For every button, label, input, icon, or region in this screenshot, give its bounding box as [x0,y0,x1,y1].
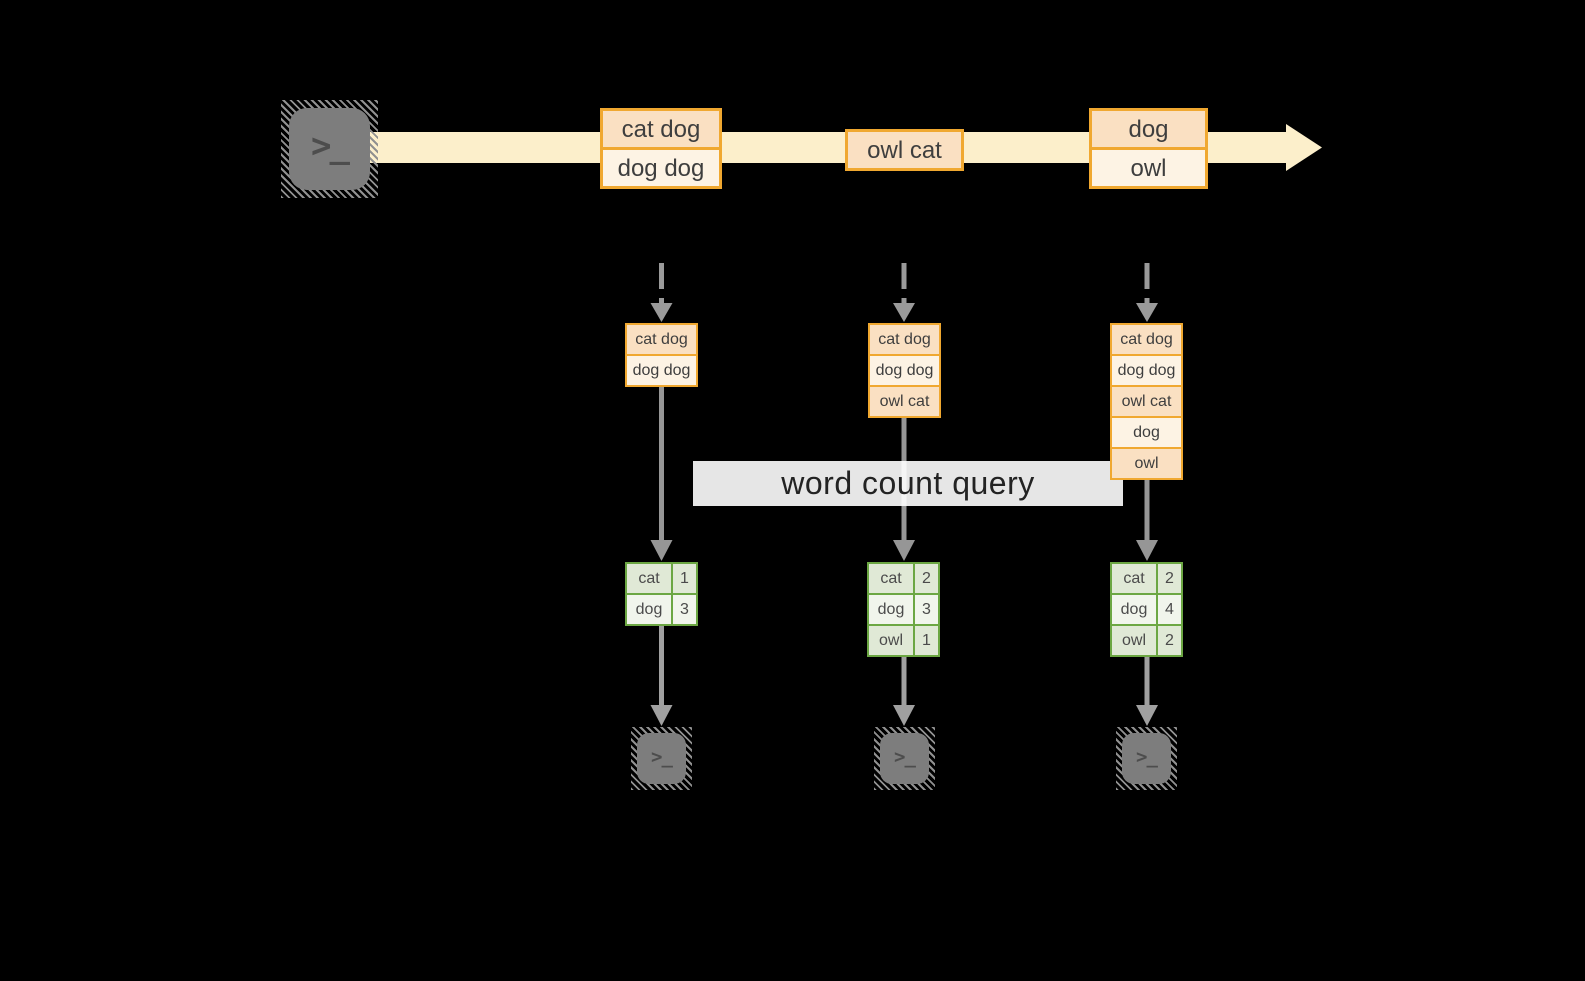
prompt-icon: >_ [1136,745,1158,768]
count-row: dog 3 [867,593,940,626]
count-table: cat 1 dog 3 [625,562,698,626]
buffered-event: dog [1110,416,1183,449]
count-cell: 2 [1156,562,1183,595]
terminal-screen: >_ [289,108,370,190]
buffer-stack: cat dog dog dog [625,323,698,387]
buffered-event: dog dog [1110,354,1183,387]
query-arrowhead [1136,540,1158,561]
event-text: owl cat [845,129,964,171]
event-arrowhead [650,303,673,322]
query-arrowhead [650,540,673,561]
output-arrowhead [1136,705,1158,726]
event-box: cat dog dog dog [600,108,722,189]
event-text: dog dog [600,147,722,189]
event-box: owl cat [845,129,964,171]
query-label: word count query [781,465,1035,501]
event-box: dog owl [1089,108,1208,189]
buffered-event: dog dog [868,354,941,387]
count-cell: 2 [913,562,940,595]
prompt-icon: >_ [894,745,916,768]
count-table: cat 2 dog 3 owl 1 [867,562,940,657]
terminal-screen: >_ [1122,733,1171,784]
count-row: owl 1 [867,624,940,657]
output-arrowhead [893,705,915,726]
buffered-event: owl [1110,447,1183,480]
word-cell: dog [867,593,915,626]
word-cell: cat [1110,562,1158,595]
buffered-event: owl cat [868,385,941,418]
word-cell: dog [1110,593,1158,626]
count-row: owl 2 [1110,624,1183,657]
word-cell: owl [1110,624,1158,657]
count-cell: 2 [1156,624,1183,657]
query-arrowhead [893,540,915,561]
event-arrowhead [1136,303,1158,322]
count-cell: 1 [913,624,940,657]
buffered-event: cat dog [625,323,698,356]
prompt-icon: >_ [651,745,673,768]
terminal-icon-source: >_ [281,100,378,198]
event-text: owl [1089,147,1208,189]
event-arrowhead [893,303,915,322]
output-arrowhead [650,705,673,726]
count-row: dog 3 [625,593,698,626]
count-cell: 1 [671,562,698,595]
word-cell: cat [625,562,673,595]
count-cell: 4 [1156,593,1183,626]
count-row: cat 2 [1110,562,1183,595]
event-text: dog [1089,108,1208,150]
count-table: cat 2 dog 4 owl 2 [1110,562,1183,657]
buffer-stack: cat dog dog dog owl cat dog owl [1110,323,1183,480]
terminal-screen: >_ [880,733,929,784]
terminal-icon-sink: >_ [1116,727,1177,790]
count-row: cat 1 [625,562,698,595]
buffered-event: cat dog [868,323,941,356]
buffered-event: cat dog [1110,323,1183,356]
buffer-stack: cat dog dog dog owl cat [868,323,941,418]
event-text: cat dog [600,108,722,150]
count-row: cat 2 [867,562,940,595]
terminal-icon-sink: >_ [874,727,935,790]
buffered-event: owl cat [1110,385,1183,418]
query-label-band: word count query [693,461,1123,506]
word-cell: dog [625,593,673,626]
count-row: dog 4 [1110,593,1183,626]
buffered-event: dog dog [625,354,698,387]
terminal-screen: >_ [637,733,686,784]
count-cell: 3 [671,593,698,626]
terminal-icon-sink: >_ [631,727,692,790]
count-cell: 3 [913,593,940,626]
word-cell: owl [867,624,915,657]
prompt-icon: >_ [311,126,350,166]
word-cell: cat [867,562,915,595]
